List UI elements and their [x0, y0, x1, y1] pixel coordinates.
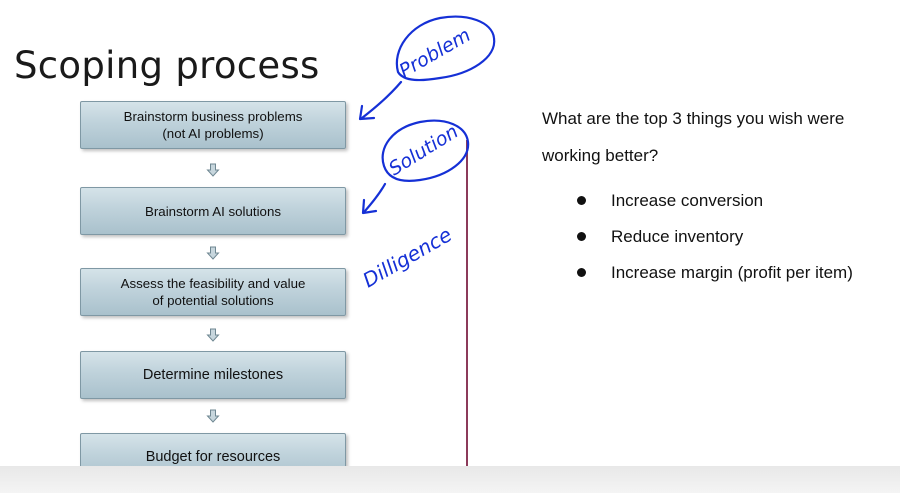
step-assess-feasibility: Assess the feasibility and value of pote… — [80, 268, 346, 316]
step-label: Assess the feasibility and value — [120, 276, 306, 291]
problem-arrowhead — [358, 104, 376, 121]
solution-arrowhead — [361, 198, 378, 215]
step-label: Determine milestones — [142, 366, 284, 383]
divider-line — [466, 140, 468, 468]
down-arrow-icon — [206, 328, 220, 342]
step-brainstorm-solutions: Brainstorm AI solutions — [80, 187, 346, 235]
problem-circle — [395, 15, 496, 82]
bullet-item: Increase margin (profit per item) — [576, 259, 853, 295]
problem-arrow-shaft — [360, 80, 403, 120]
down-arrow-icon — [206, 163, 220, 177]
step-label: Brainstorm AI solutions — [145, 203, 281, 219]
step-label: Brainstorm business problems — [123, 109, 303, 124]
diligence-note: Dilligence — [359, 222, 456, 292]
solution-note: Solution — [385, 121, 462, 181]
bullet-item: Increase conversion — [576, 187, 853, 223]
step-label: (not AI problems) — [162, 126, 264, 141]
solution-circle — [381, 119, 470, 182]
bullet-list: Increase conversion Reduce inventory Inc… — [576, 187, 853, 295]
slide-title: Scoping process — [14, 44, 320, 87]
solution-arrow-shaft — [363, 182, 387, 213]
step-label: of potential solutions — [152, 293, 274, 308]
down-arrow-icon — [206, 246, 220, 260]
bottom-bar — [0, 466, 900, 493]
bullet-item: Reduce inventory — [576, 223, 853, 259]
step-brainstorm-problems: Brainstorm business problems (not AI pro… — [80, 101, 346, 149]
step-determine-milestones: Determine milestones — [80, 351, 346, 399]
step-label: Budget for resources — [145, 448, 281, 465]
down-arrow-icon — [206, 409, 220, 423]
question-text: What are the top 3 things you wish were … — [542, 109, 845, 165]
